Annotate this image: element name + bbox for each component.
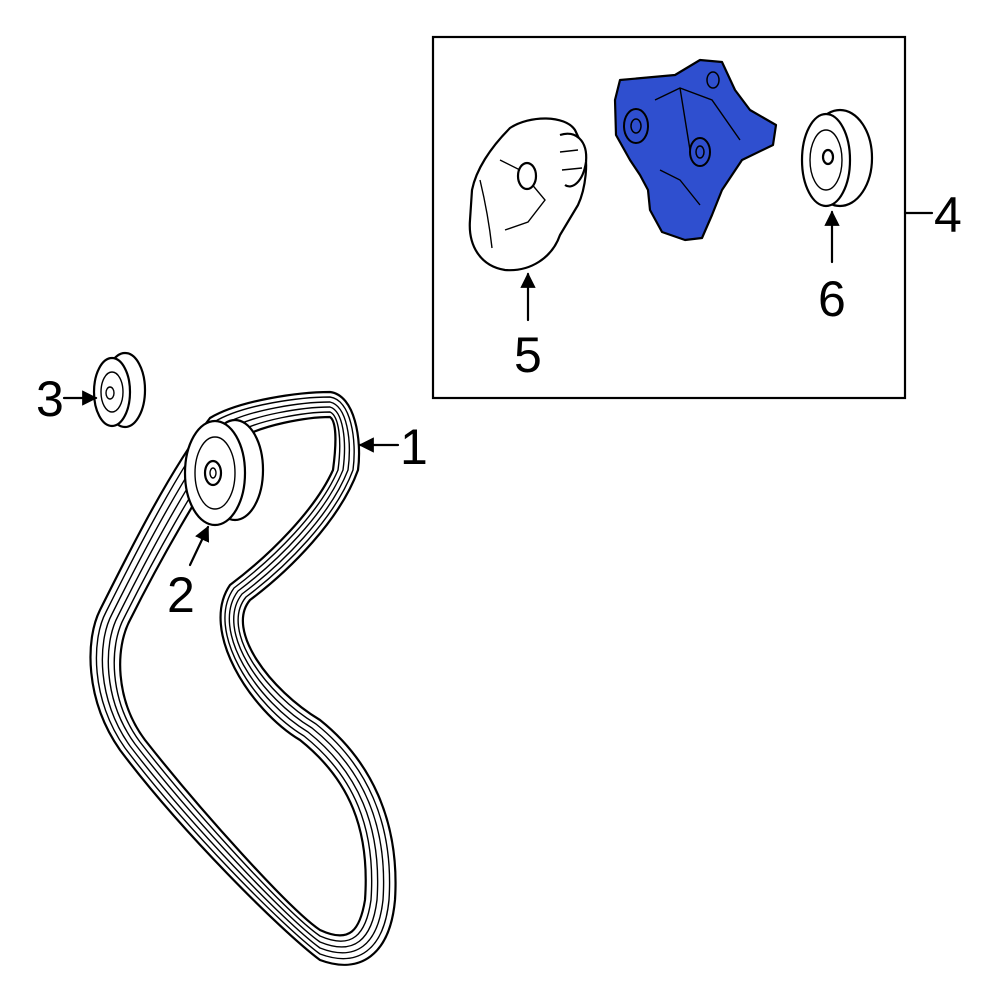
callout-1: 1	[400, 419, 428, 475]
left-idler-pulley	[92, 351, 147, 429]
callout-3: 3	[36, 371, 64, 427]
leader-2	[188, 525, 210, 567]
callout-5: 5	[514, 327, 542, 383]
callout-2: 2	[167, 567, 195, 623]
inset-box	[431, 35, 907, 400]
callout-4: 4	[934, 187, 962, 243]
serpentine-belt	[89, 390, 397, 966]
lower-pulley	[183, 418, 265, 527]
bracket-highlighted	[613, 58, 778, 242]
callout-6: 6	[818, 271, 846, 327]
belt-tensioner	[468, 117, 588, 272]
right-idler-pulley	[800, 108, 874, 208]
